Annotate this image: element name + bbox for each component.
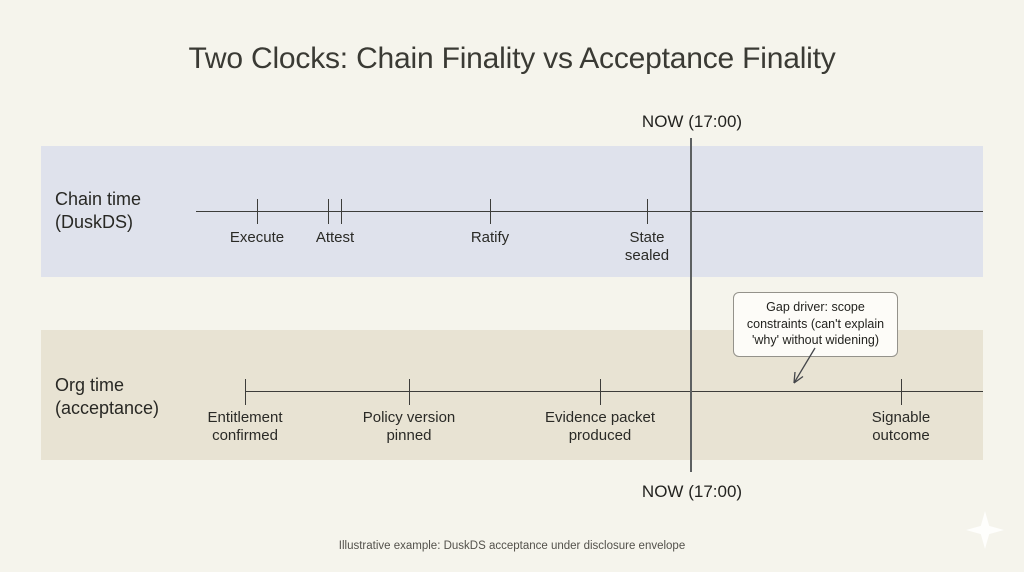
milestone-label-attest: Attest (315, 229, 355, 246)
org-band-label-line1: Org time (55, 375, 125, 395)
milestone-label-evidence-packet-produced: Evidence packet produced (544, 409, 656, 444)
gap-driver-callout-line2: constraints (can't explain (746, 316, 885, 331)
chain-timeline-line (196, 211, 983, 212)
org-timeline-line (245, 391, 983, 392)
milestone-label-state-sealed: State sealed (624, 229, 670, 264)
tick-entitlement-confirmed (245, 379, 246, 405)
milestone-label-signable-outcome: Signable outcome (871, 409, 931, 444)
now-label-top: NOW (17:00) (641, 112, 743, 131)
callout-arrow (793, 347, 816, 384)
tick-attest-2 (341, 199, 342, 224)
now-label-bottom: NOW (17:00) (641, 482, 743, 501)
org-band-label: Org time (acceptance) (55, 374, 159, 420)
tick-ratify (490, 199, 491, 224)
gap-driver-callout-line3: 'why' without widening) (751, 333, 880, 347)
gap-driver-callout-line1: Gap driver: scope (766, 300, 865, 314)
tick-evidence-packet-produced (600, 379, 601, 405)
tick-policy-version-pinned (409, 379, 410, 405)
footer-caption: Illustrative example: DuskDS acceptance … (338, 540, 686, 552)
tick-signable-outcome (901, 379, 902, 405)
milestone-label-entitlement-confirmed: Entitlement confirmed (207, 409, 283, 444)
milestone-label-policy-version-pinned: Policy version pinned (362, 409, 456, 444)
now-vertical-line (690, 138, 692, 472)
tick-state-sealed (647, 199, 648, 224)
tick-attest-1 (328, 199, 329, 224)
chain-band-label: Chain time (DuskDS) (55, 188, 141, 234)
milestone-label-execute: Execute (229, 229, 285, 246)
chain-band-label-line2: (DuskDS) (55, 212, 134, 232)
gap-driver-callout: Gap driver: scope constraints (can't exp… (733, 292, 898, 357)
page-title: Two Clocks: Chain Finality vs Acceptance… (188, 42, 836, 75)
milestone-label-ratify: Ratify (470, 229, 510, 246)
chain-band-label-line1: Chain time (55, 189, 142, 209)
org-band-label-line2: (acceptance) (55, 398, 160, 418)
tick-execute (257, 199, 258, 224)
